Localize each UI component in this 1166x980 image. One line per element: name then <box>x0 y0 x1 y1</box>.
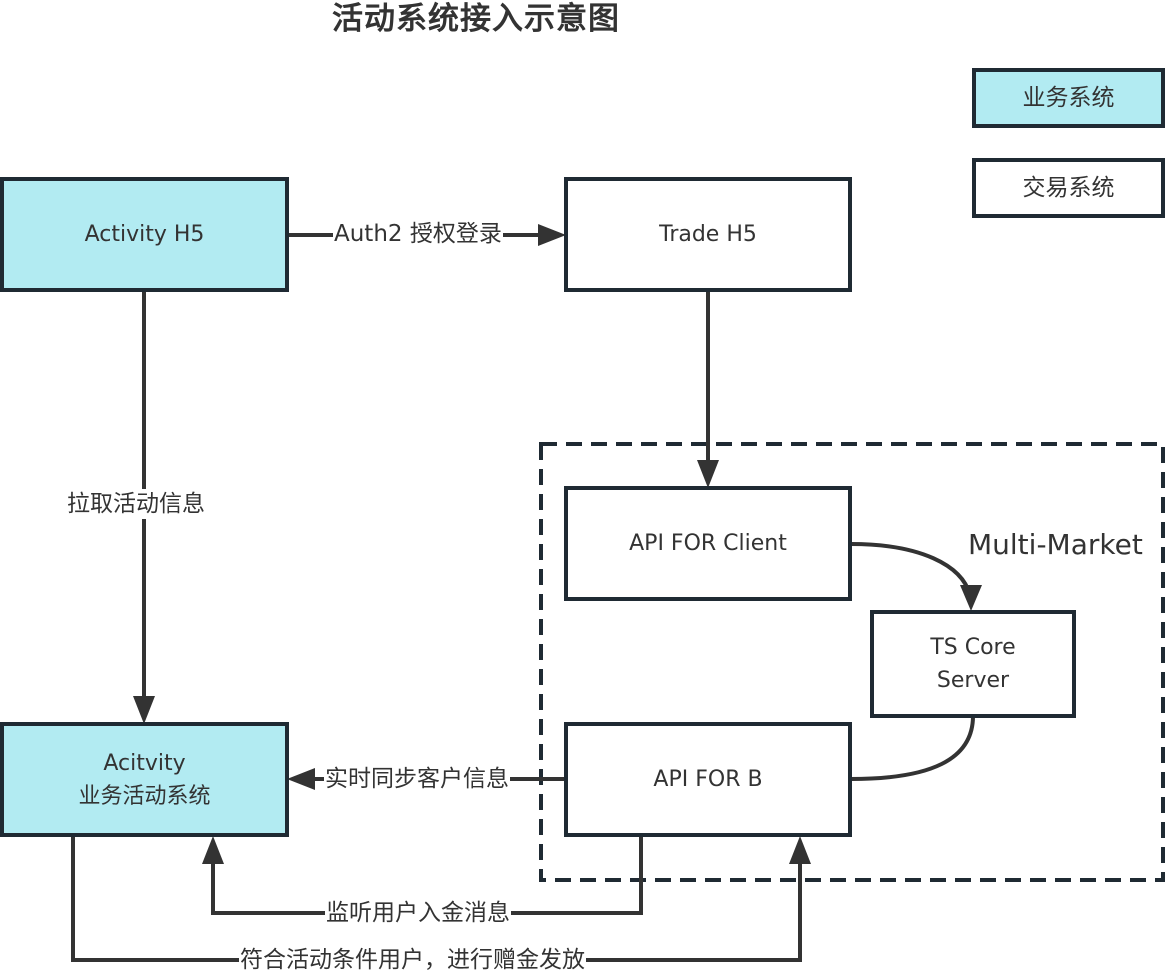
arrowhead-api-client <box>697 460 719 488</box>
edge-ts-core-to-api-b <box>850 715 975 781</box>
arrowhead-ts-core <box>960 585 982 611</box>
edge-api-client-to-ts-core <box>850 542 972 596</box>
arrowhead-activity-sys-bottom <box>202 836 224 864</box>
legend-business-system: 业务系统 <box>972 68 1165 128</box>
arrowhead-api-b-bottom <box>789 836 811 864</box>
node-activity-system[interactable]: Acitvity 业务活动系统 <box>0 722 289 837</box>
multi-market-group-border <box>539 442 1165 882</box>
node-api-for-client[interactable]: API FOR Client <box>564 486 852 601</box>
edge-label-bonus-issue: 符合活动条件用户，进行赠金发放 <box>239 945 586 975</box>
multi-market-group-label: Multi-Market <box>968 528 1143 561</box>
node-ts-core-server[interactable]: TS Core Server <box>870 610 1076 718</box>
legend-trade-system: 交易系统 <box>972 158 1165 218</box>
edge-label-deposit-listen: 监听用户入金消息 <box>325 898 511 928</box>
node-api-for-b[interactable]: API FOR B <box>564 722 852 837</box>
diagram-title: 活动系统接入示意图 <box>332 1 620 37</box>
arrowhead-trade-h5 <box>538 224 566 246</box>
node-trade-h5[interactable]: Trade H5 <box>564 177 852 292</box>
edge-label-pull-activity-info: 拉取活动信息 <box>66 489 206 519</box>
edge-label-realtime-sync: 实时同步客户信息 <box>324 764 510 794</box>
node-activity-h5[interactable]: Activity H5 <box>0 177 289 292</box>
edge-label-auth2-login: Auth2 授权登录 <box>333 219 503 249</box>
arrowhead-activity-sys-right <box>287 768 315 790</box>
arrowhead-activity-sys-top <box>133 696 155 724</box>
